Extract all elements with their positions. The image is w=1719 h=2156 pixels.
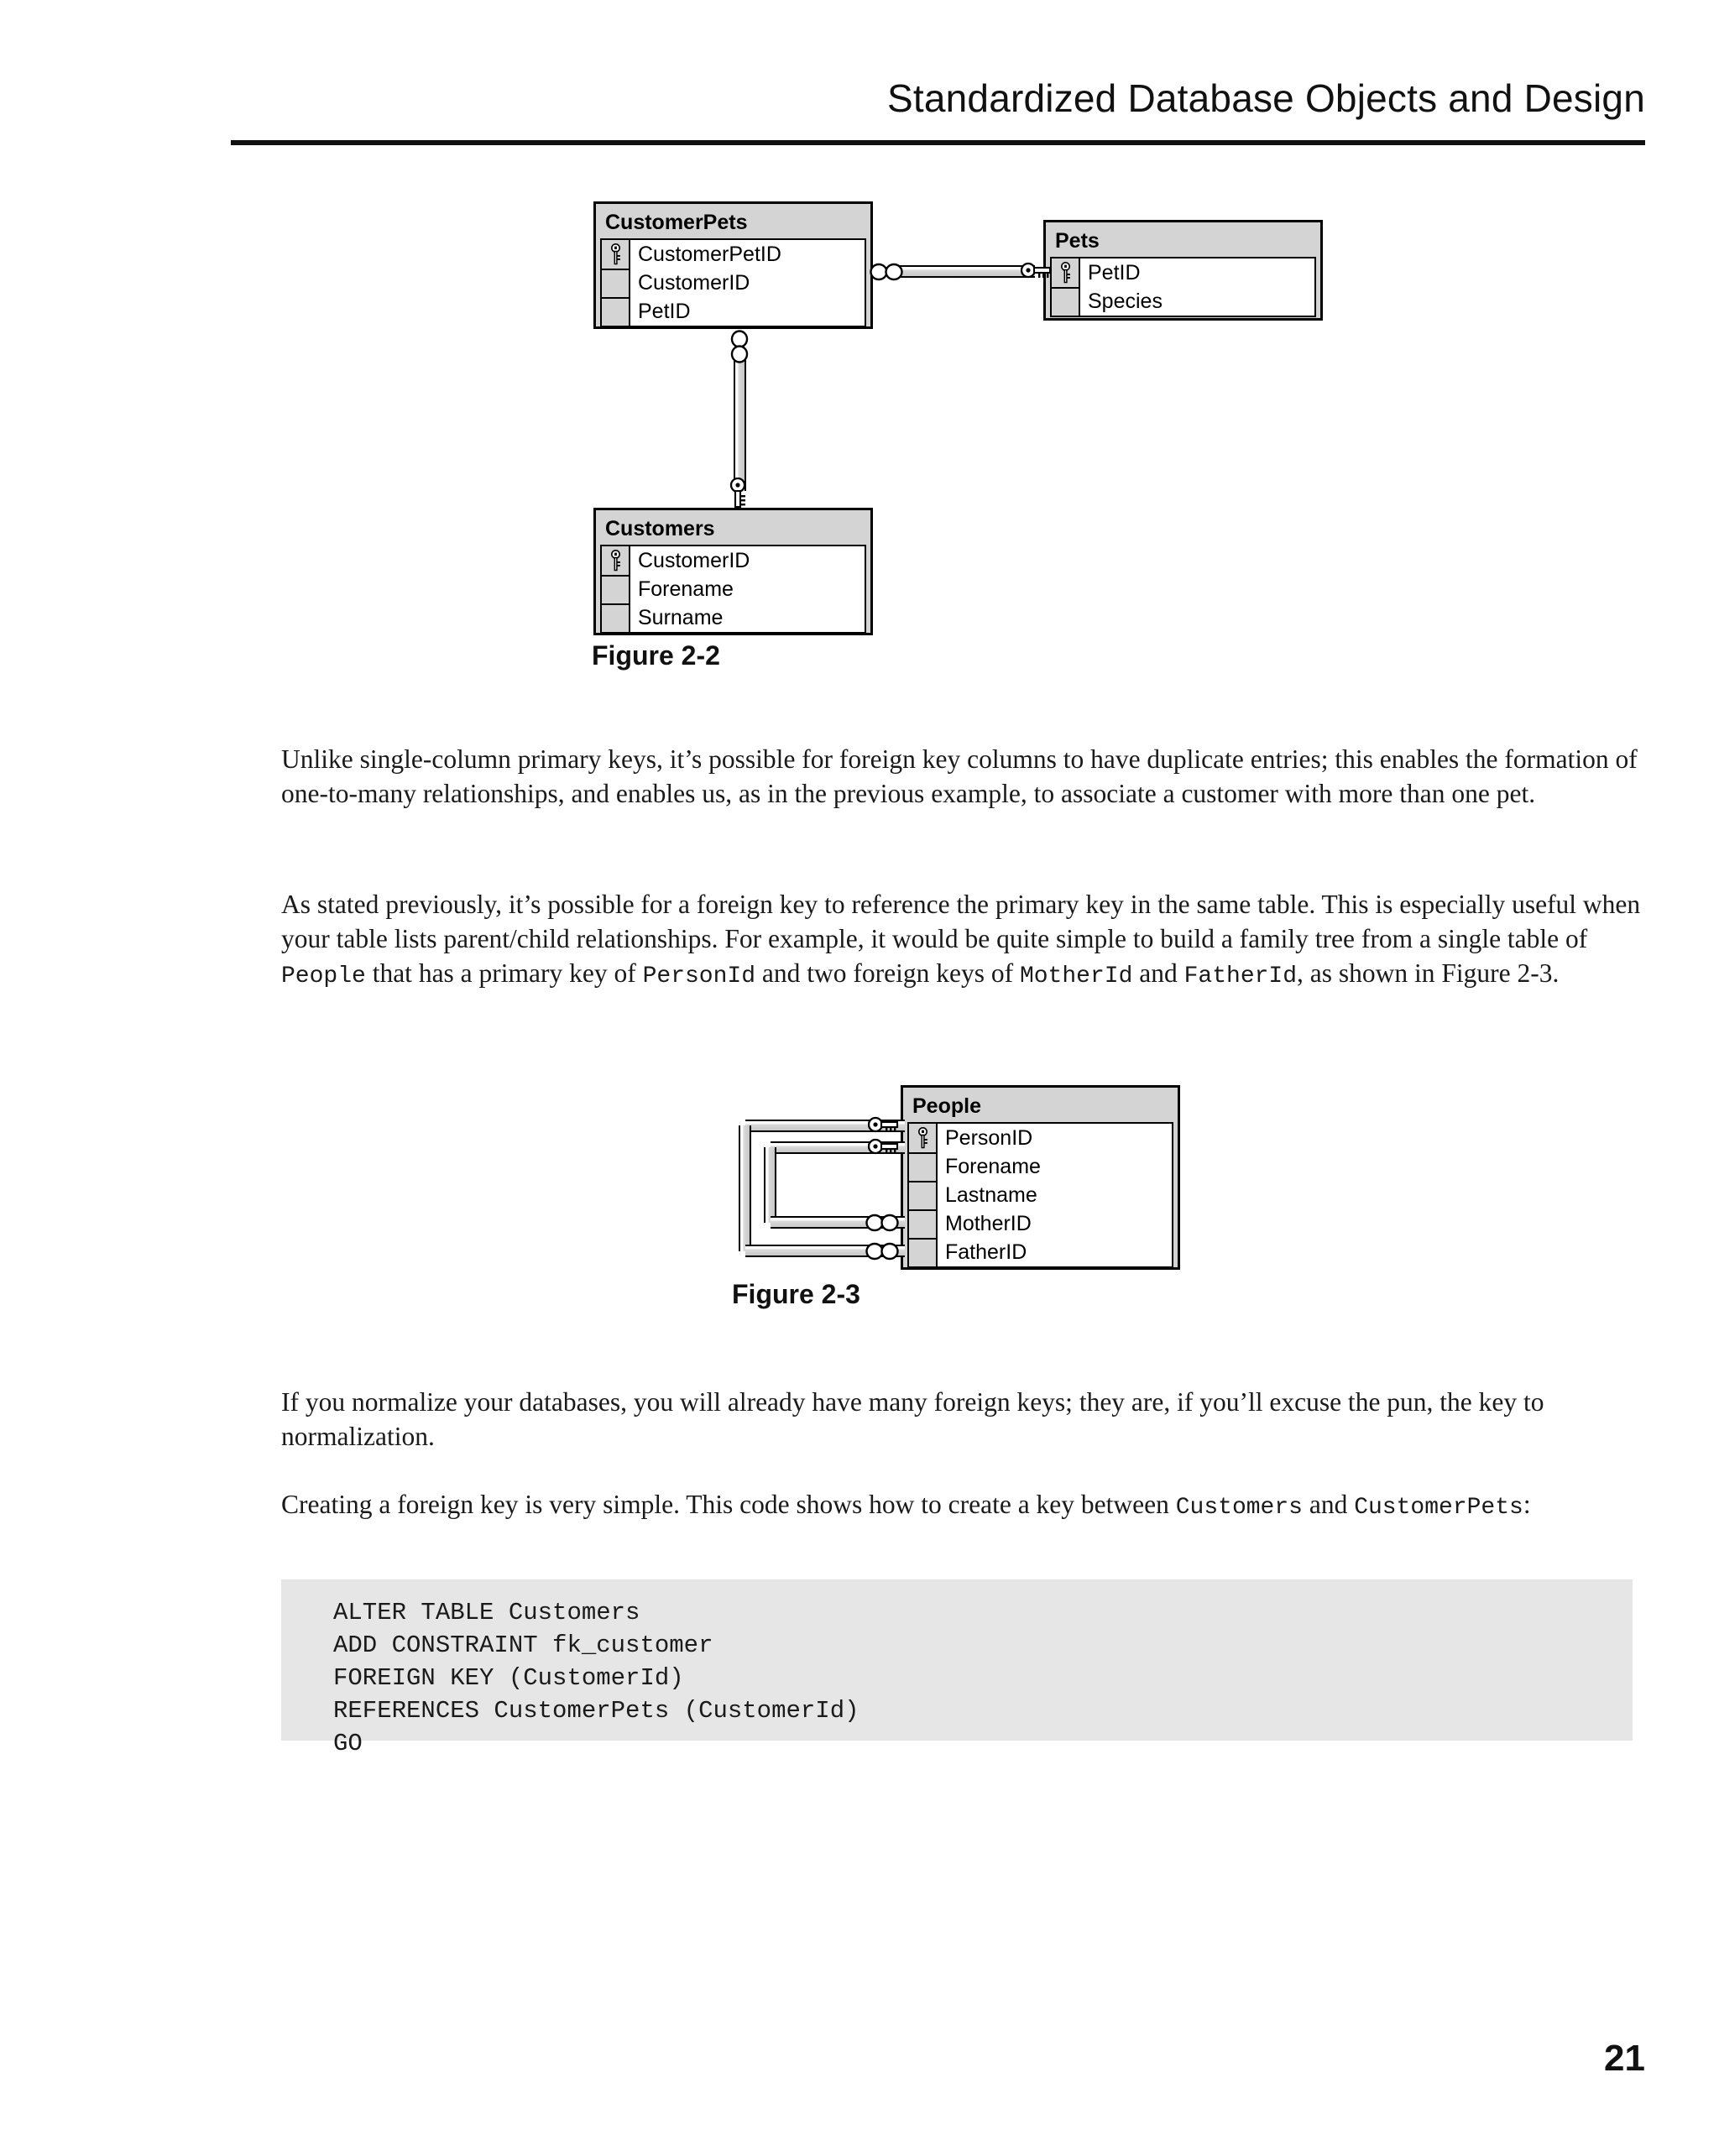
relationship-line <box>745 1120 905 1132</box>
er-column-label: Species <box>1088 289 1163 313</box>
er-column-row: CustomerID <box>602 546 865 575</box>
key-icon-svg <box>610 243 620 265</box>
running-header: Standardized Database Objects and Design <box>231 76 1645 121</box>
inline-code-personid: PersonId <box>642 963 756 989</box>
er-column-row: FatherID <box>909 1238 1172 1266</box>
paragraph-text: and two foreign keys of <box>755 958 1020 988</box>
paragraph-text: : <box>1523 1490 1531 1519</box>
er-column-gutter <box>602 269 630 297</box>
er-column-row: PetID <box>1052 258 1314 287</box>
er-column-list: CustomerID Forename Surname <box>600 545 866 634</box>
key-icon <box>1052 258 1080 287</box>
er-column-gutter <box>1052 287 1080 316</box>
er-column-gutter <box>909 1181 938 1209</box>
paragraph-creating-foreign-key: Creating a foreign key is very simple. T… <box>281 1487 1641 1525</box>
er-table-title: CustomerPets <box>605 211 748 234</box>
er-column-label: CustomerPetID <box>638 242 781 266</box>
er-column-label: FatherID <box>945 1240 1027 1264</box>
er-table-customerpets: CustomerPets CustomerPetID CustomerID <box>593 201 873 329</box>
paragraph-text: and <box>1302 1490 1355 1519</box>
er-column-gutter <box>909 1238 938 1266</box>
paragraph-text: , as shown in Figure 2-3. <box>1297 958 1560 988</box>
key-icon <box>909 1124 938 1152</box>
paragraph-text: If you normalize your databases, you wil… <box>281 1387 1544 1451</box>
code-block: ALTER TABLE Customers ADD CONSTRAINT fk_… <box>281 1579 1633 1757</box>
er-column-label: PersonID <box>945 1125 1033 1150</box>
inline-code-customerpets: CustomerPets <box>1354 1495 1523 1521</box>
er-column-row: Surname <box>602 603 865 632</box>
header-rule <box>231 140 1645 145</box>
er-column-label: MotherID <box>945 1211 1032 1235</box>
er-column-label: Forename <box>945 1154 1041 1178</box>
er-column-list: PersonID Forename Lastname MotherID Fath… <box>907 1122 1173 1268</box>
inline-code-fatherid: FatherId <box>1183 963 1298 989</box>
paragraph-text: Unlike single-column primary keys, it’s … <box>281 744 1638 808</box>
er-column-row: Lastname <box>909 1181 1172 1209</box>
page-title: Standardized Database Objects and Design <box>886 76 1645 120</box>
er-column-label: PetID <box>638 299 691 323</box>
relationship-line <box>739 1125 751 1251</box>
er-column-row: CustomerPetID <box>602 240 865 269</box>
er-column-gutter <box>602 575 630 603</box>
code-text: ALTER TABLE Customers ADD CONSTRAINT fk_… <box>333 1599 860 1757</box>
er-table-title: People <box>912 1094 981 1118</box>
paragraph-self-reference: As stated previously, it’s possible for … <box>281 887 1641 994</box>
crows-foot-icon <box>870 263 903 281</box>
relationship-key-icon <box>868 1138 899 1155</box>
crows-foot-icon <box>730 330 749 363</box>
key-icon-svg <box>917 1127 927 1149</box>
er-table-pets: Pets PetID Species <box>1043 220 1323 321</box>
figure-caption: Figure 2-3 <box>732 1279 860 1309</box>
page-number: 21 <box>1604 2038 1645 2079</box>
relationship-line <box>892 265 1035 278</box>
inline-code-people: People <box>281 963 366 989</box>
er-column-row: Species <box>1052 287 1314 316</box>
paragraph-text: As stated previously, it’s possible for … <box>281 890 1641 953</box>
er-column-gutter <box>602 297 630 326</box>
paragraph-foreign-key-duplicates: Unlike single-column primary keys, it’s … <box>281 742 1641 811</box>
er-column-gutter <box>909 1209 938 1238</box>
er-column-label: Lastname <box>945 1182 1037 1207</box>
er-table-title: Pets <box>1055 229 1100 253</box>
er-column-row: MotherID <box>909 1209 1172 1238</box>
er-table-people: People PersonID Forename <box>901 1085 1180 1270</box>
relationship-line <box>745 1245 905 1257</box>
relationship-key-icon <box>1021 262 1052 279</box>
er-column-label: Surname <box>638 605 724 629</box>
er-column-gutter <box>602 603 630 632</box>
er-column-gutter <box>909 1152 938 1181</box>
er-table-customers: Customers CustomerID Forename <box>593 508 873 635</box>
inline-code-motherid: MotherId <box>1019 963 1133 989</box>
paragraph-text: Creating a foreign key is very simple. T… <box>281 1490 1176 1519</box>
er-column-label: Forename <box>638 577 734 601</box>
relationship-key-icon <box>868 1116 899 1133</box>
er-column-row: CustomerID <box>602 269 865 297</box>
key-icon <box>602 546 630 575</box>
er-column-list: CustomerPetID CustomerID PetID <box>600 238 866 327</box>
relationship-line <box>764 1147 776 1223</box>
er-column-row: PersonID <box>909 1124 1172 1152</box>
key-icon-svg <box>610 550 620 572</box>
er-column-label: CustomerID <box>638 270 750 295</box>
inline-code-customers: Customers <box>1175 1495 1303 1521</box>
key-icon-svg <box>1060 262 1070 284</box>
crows-foot-icon <box>865 1242 899 1261</box>
paragraph-text: that has a primary key of <box>365 958 643 988</box>
figure-caption: Figure 2-2 <box>592 640 720 671</box>
crows-foot-icon <box>865 1214 899 1232</box>
key-icon <box>602 240 630 269</box>
er-column-row: Forename <box>602 575 865 603</box>
er-column-label: PetID <box>1088 260 1141 285</box>
relationship-key-icon <box>729 478 746 509</box>
er-column-row: PetID <box>602 297 865 326</box>
paragraph-normalization: If you normalize your databases, you wil… <box>281 1385 1641 1454</box>
er-column-list: PetID Species <box>1050 257 1316 317</box>
er-column-label: CustomerID <box>638 548 750 572</box>
paragraph-text: and <box>1132 958 1184 988</box>
relationship-line <box>734 352 746 491</box>
er-column-row: Forename <box>909 1152 1172 1181</box>
er-table-title: Customers <box>605 517 715 540</box>
